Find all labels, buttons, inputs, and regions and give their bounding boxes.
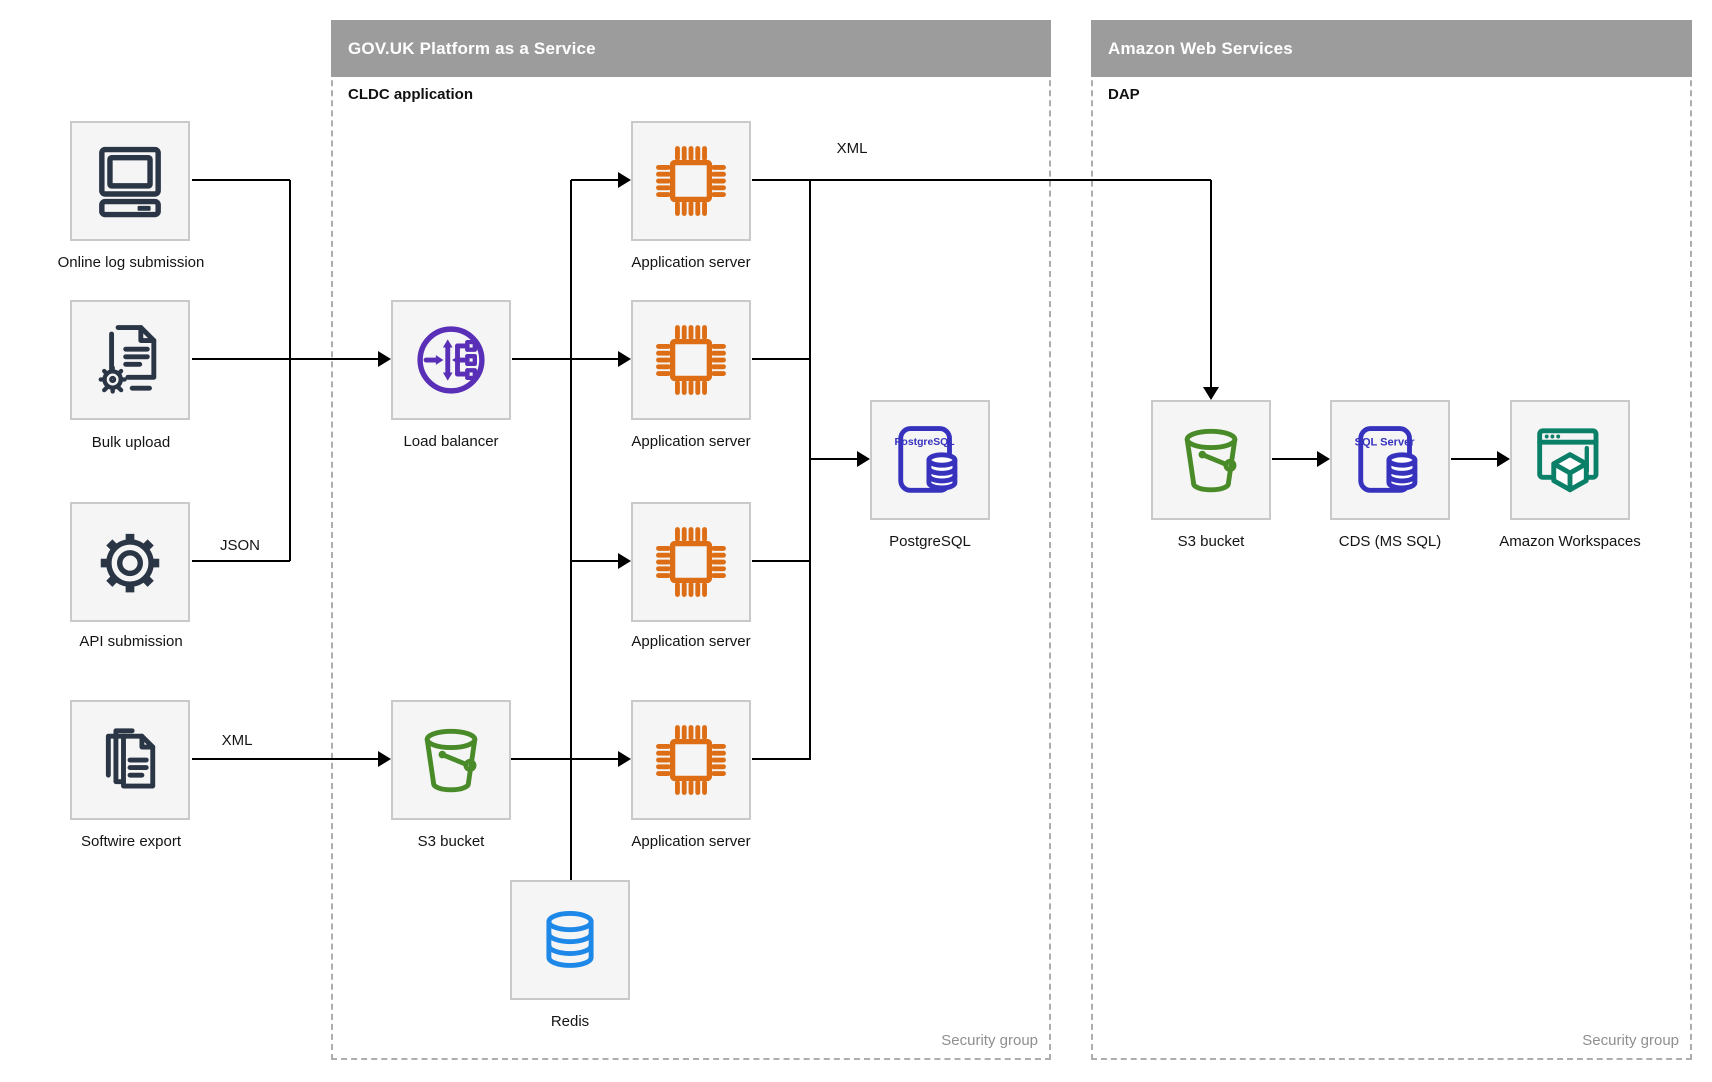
node-label: API submission <box>79 633 183 650</box>
edge-as2-out <box>752 358 810 360</box>
edge-api-out <box>192 560 290 562</box>
node-label: S3 bucket <box>417 833 485 850</box>
xml-aws-edge-label: XML <box>836 140 868 157</box>
node-postgresql: PostgreSQL <box>870 400 990 520</box>
arrowhead-into-as3 <box>618 553 631 569</box>
sql-server-icon: SQL Server <box>1351 421 1429 499</box>
edge-s3aws-to-cds <box>1272 458 1317 460</box>
node-cds-ms-sql: SQL Server <box>1330 400 1450 520</box>
aws-container: Amazon Web Services DAP Security group <box>1091 20 1692 1060</box>
node-label: Redis <box>550 1013 590 1030</box>
arrowhead-into-workspaces <box>1497 451 1510 467</box>
edge-xml-down <box>1210 180 1212 387</box>
postgresql-icon: PostgreSQL <box>891 421 969 499</box>
dap-label: DAP <box>1108 86 1140 103</box>
chip-icon <box>652 721 730 799</box>
govuk-paas-header: GOV.UK Platform as a Service <box>331 20 1051 77</box>
edge-onlinelog-out <box>192 179 290 181</box>
node-bulk-upload <box>70 300 190 420</box>
node-amazon-workspaces <box>1510 400 1630 520</box>
arrowhead-into-as1 <box>618 172 631 188</box>
arrowhead-into-as4 <box>618 751 631 767</box>
postgresql-badge-text: PostgreSQL <box>895 437 956 448</box>
edge-lb-trunk <box>570 180 572 880</box>
node-online-log-submission <box>70 121 190 241</box>
aws-title: Amazon Web Services <box>1108 39 1293 58</box>
edge-to-as4 <box>571 758 619 760</box>
chip-icon <box>652 321 730 399</box>
workspaces-icon <box>1531 421 1609 499</box>
database-icon <box>531 901 609 979</box>
edge-as3-out <box>752 560 810 562</box>
node-s3-bucket-govuk <box>391 700 511 820</box>
arrowhead-into-cds <box>1317 451 1330 467</box>
govuk-paas-container: GOV.UK Platform as a Service CLDC applic… <box>331 20 1051 1060</box>
node-application-server-1 <box>631 121 751 241</box>
edge-softwire-to-s3 <box>192 758 378 760</box>
govuk-security-group-label: Security group <box>941 1032 1038 1049</box>
govuk-paas-title: GOV.UK Platform as a Service <box>348 39 596 58</box>
node-label: Bulk upload <box>91 434 171 451</box>
chip-icon <box>652 523 730 601</box>
gear-icon <box>91 523 169 601</box>
aws-security-group-label: Security group <box>1582 1032 1679 1049</box>
bucket-icon <box>1172 421 1250 499</box>
chip-icon <box>652 142 730 220</box>
edge-as4-out <box>752 758 810 760</box>
node-label: Load balancer <box>403 433 499 450</box>
sql-server-badge-text: SQL Server <box>1355 436 1416 448</box>
node-label: Application server <box>631 833 751 850</box>
edge-bulkupload-to-lb <box>192 358 378 360</box>
node-label: Application server <box>631 633 751 650</box>
node-application-server-3 <box>631 502 751 622</box>
documents-stack-icon <box>91 721 169 799</box>
node-redis <box>510 880 630 1000</box>
node-s3-bucket-aws <box>1151 400 1271 520</box>
node-label: Application server <box>631 254 751 271</box>
arrowhead-into-loadbalancer <box>378 351 391 367</box>
edge-xml-horizontal <box>752 179 1211 181</box>
load-balancer-icon <box>412 321 490 399</box>
computer-icon <box>91 142 169 220</box>
json-edge-label: JSON <box>219 537 260 554</box>
edge-s3govuk-out <box>511 758 571 760</box>
xml-export-edge-label: XML <box>221 732 253 749</box>
arrowhead-into-s3aws <box>1203 387 1219 400</box>
edge-lb-out <box>512 358 572 360</box>
node-application-server-4 <box>631 700 751 820</box>
aws-header: Amazon Web Services <box>1091 20 1692 77</box>
node-label: CDS (MS SQL) <box>1338 533 1442 550</box>
arrowhead-into-as2 <box>618 351 631 367</box>
arrowhead-into-s3govuk <box>378 751 391 767</box>
node-softwire-export <box>70 700 190 820</box>
node-label: Application server <box>631 433 751 450</box>
node-label: S3 bucket <box>1177 533 1245 550</box>
edge-to-as3 <box>571 560 619 562</box>
node-api-submission <box>70 502 190 622</box>
node-label: PostgreSQL <box>889 533 971 550</box>
document-gear-icon <box>91 321 169 399</box>
node-label: Online log submission <box>57 254 205 271</box>
edge-to-as1 <box>571 179 619 181</box>
node-label: Amazon Workspaces <box>1499 533 1641 550</box>
edge-collector <box>809 180 811 760</box>
edge-source-junction <box>289 180 291 561</box>
edge-to-postgresql <box>811 458 857 460</box>
bucket-icon <box>412 721 490 799</box>
node-load-balancer <box>391 300 511 420</box>
edge-to-as2 <box>571 358 619 360</box>
node-label: Softwire export <box>80 833 182 850</box>
node-application-server-2 <box>631 300 751 420</box>
edge-cds-to-workspaces <box>1451 458 1497 460</box>
arrowhead-into-postgresql <box>857 451 870 467</box>
cldc-application-label: CLDC application <box>348 86 474 103</box>
